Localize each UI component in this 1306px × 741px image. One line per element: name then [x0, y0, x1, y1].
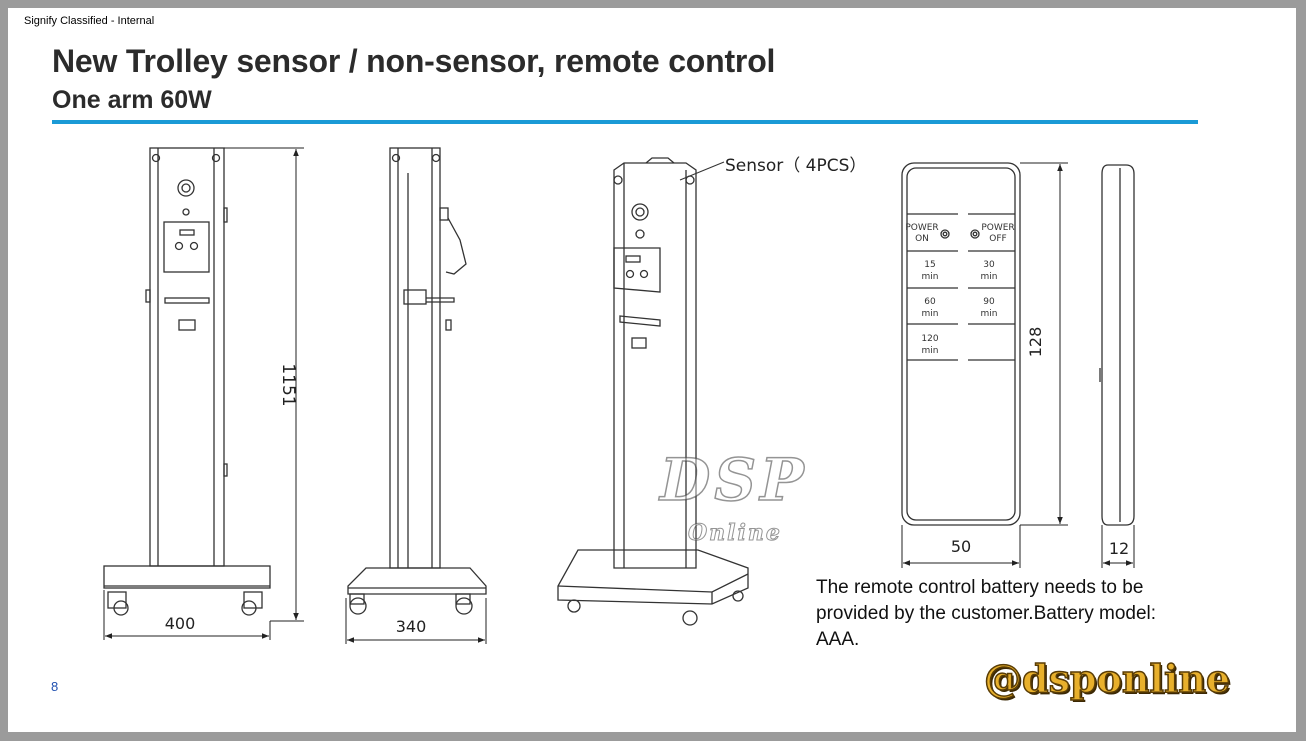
button-60-line1: 60: [924, 297, 936, 307]
perspective-view-drawing: [557, 157, 749, 626]
battery-note: The remote control battery needs to be p…: [816, 577, 1157, 650]
classification-label: Signify Classified - Internal: [24, 15, 155, 27]
front-height-dimension-label: 1151: [278, 363, 298, 406]
button-120-line1: 120: [921, 334, 938, 344]
dsp-watermark-logo: DSP: [659, 445, 808, 515]
remote-side-dimensions: [1101, 525, 1135, 568]
remote-front-dimensions: [901, 162, 1068, 568]
remote-front-drawing: [901, 162, 1021, 526]
remote-height-dimension-label: 128: [1026, 327, 1045, 358]
button-15-line1: 15: [924, 260, 935, 270]
dsponline-watermark-handle: @dsponline: [983, 655, 1231, 702]
front-view-drawing: [103, 147, 271, 616]
side-view-dimensions: [345, 598, 487, 644]
remote-width-dimension-label: 50: [951, 537, 971, 556]
button-power-off-line2: OFF: [989, 234, 1006, 244]
button-120-line2: min: [922, 346, 939, 356]
remote-button-labels: POWER ON POWER OFF 15 min 30 min 60 min …: [905, 223, 1014, 356]
sensor-callout-leader: [679, 161, 725, 181]
title-underline: [52, 120, 1198, 124]
side-view-drawing: [347, 147, 487, 615]
front-width-dimension-label: 400: [165, 614, 196, 633]
button-90-line1: 90: [983, 297, 995, 307]
page-subtitle: One arm 60W: [52, 86, 212, 114]
button-power-on-line2: ON: [915, 234, 929, 244]
button-power-off-line1: POWER: [981, 223, 1014, 233]
remote-depth-dimension-label: 12: [1109, 539, 1129, 558]
page-number: 8: [51, 679, 59, 694]
page-title: New Trolley sensor / non-sensor, remote …: [52, 43, 776, 79]
button-30-line2: min: [981, 272, 998, 282]
technical-drawings: 1151 400 340: [103, 147, 1135, 644]
remote-side-drawing: [1099, 164, 1135, 526]
side-depth-dimension-label: 340: [396, 617, 427, 636]
front-view-dimensions: [103, 147, 304, 640]
button-30-line1: 30: [983, 260, 995, 270]
button-15-line2: min: [922, 272, 939, 282]
slide: Signify Classified - Internal New Trolle…: [8, 8, 1296, 732]
button-90-line2: min: [981, 309, 998, 319]
button-power-on-line1: POWER: [905, 223, 938, 233]
button-60-line2: min: [922, 309, 939, 319]
dsp-watermark-online: Online: [688, 520, 782, 547]
sensor-callout-label: Sensor（ 4PCS）: [725, 156, 866, 176]
